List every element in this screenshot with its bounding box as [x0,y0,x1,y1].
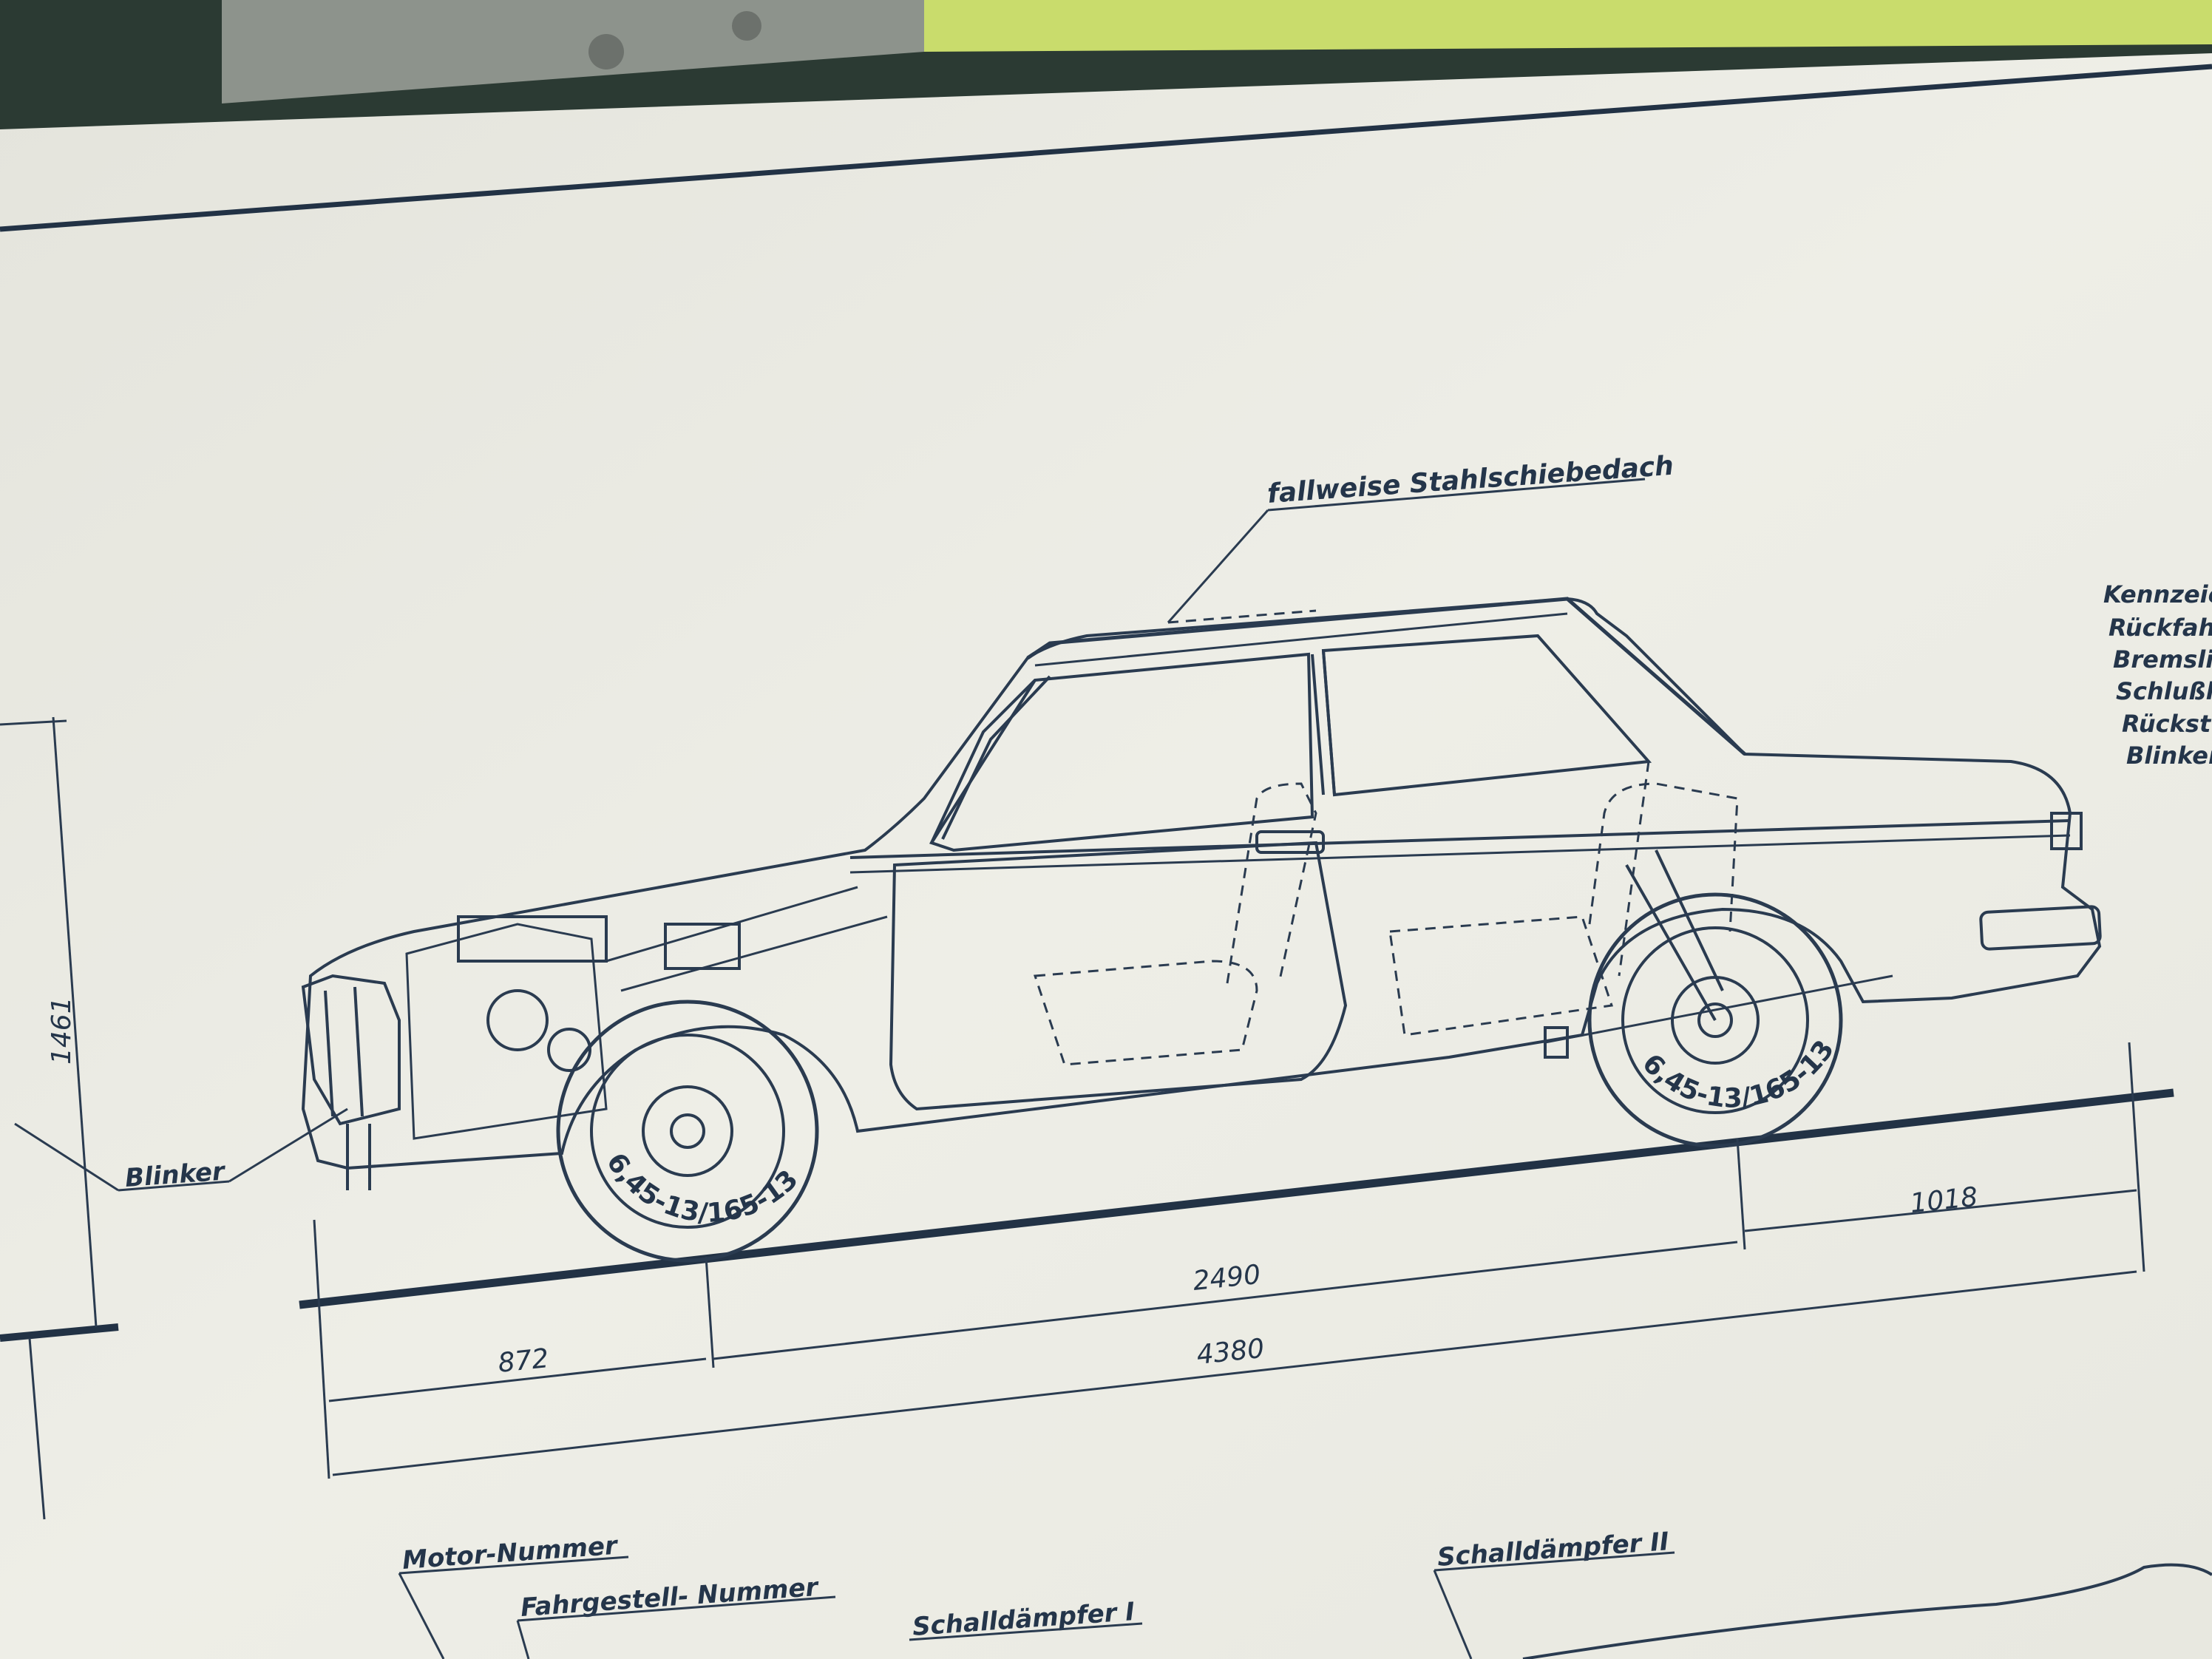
height-value: 1461 [47,997,77,1065]
length-dimensions [313,1042,2145,1479]
right-label-1: Rückfah [2108,614,2212,642]
top-border-line [0,64,2212,232]
rear-overhang-value: 1018 [1909,1182,1979,1219]
height-dimension: 1461 [0,716,98,1520]
paper-sheet [0,53,2212,1659]
ground-line-left [0,1323,119,1342]
right-label-4: Rückst [2122,710,2212,738]
right-label-5: Blinker [2126,742,2212,770]
front-overhang-value: 872 [497,1343,551,1379]
right-labels-list: Kennzeic Rückfah Bremsli Schlußl Rückst … [2103,580,2212,770]
right-label-3: Schlußl [2116,677,2212,705]
right-label-0: Kennzeic [2103,580,2212,608]
dimension-labels: 872 2490 1018 4380 [497,1182,1979,1379]
ground-line [299,1088,2174,1309]
overall-length-value: 4380 [1195,1334,1266,1371]
wheelbase-value: 2490 [1192,1260,1262,1297]
blinker-label: Blinker [124,1157,227,1193]
car-side-view [301,597,2102,1263]
right-label-2: Bremsli [2113,645,2212,674]
interior-dashed-lines [1033,761,1739,1066]
blinker-callout: Blinker [14,1107,348,1193]
